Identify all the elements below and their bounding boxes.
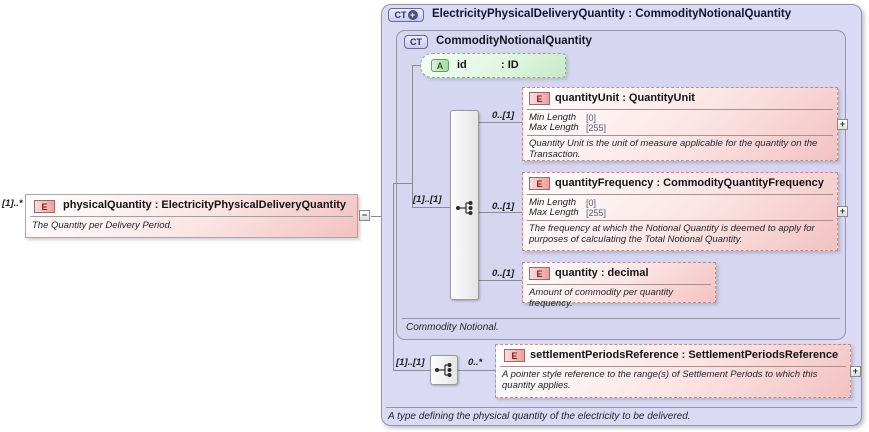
attribute-id[interactable]: A id : ID — [420, 53, 566, 78]
facet-label: Min Length — [529, 197, 577, 208]
complex-type-annotation: A type defining the physical quantity of… — [388, 411, 691, 422]
connector-line — [479, 212, 522, 213]
element-badge: E — [504, 349, 525, 362]
expand-button[interactable]: + — [837, 206, 848, 217]
element-title: physicalQuantity : ElectricityPhysicalDe… — [63, 199, 347, 211]
expand-button[interactable]: + — [837, 119, 848, 130]
cardinality-label: [1]..* — [2, 198, 23, 209]
attribute-name: id — [457, 59, 467, 71]
connector-line — [393, 183, 394, 371]
attribute-type: : ID — [501, 59, 519, 71]
base-type-badge: CT — [404, 35, 428, 49]
separator — [527, 284, 711, 285]
facet-value: [0] — [586, 113, 597, 123]
quantity-frequency-element[interactable]: E quantityFrequency : CommodityQuantityF… — [522, 172, 838, 251]
facet-label: Max Length — [529, 207, 579, 218]
separator — [386, 407, 857, 408]
settlement-periods-reference-element[interactable]: E settlementPeriodsReference : Settlemen… — [495, 344, 851, 398]
connector-line — [458, 370, 495, 371]
facet-label: Min Length — [529, 112, 577, 123]
sequence-compositor[interactable] — [430, 355, 458, 385]
cardinality-label: [1]..[1] — [396, 357, 425, 368]
connector-line — [393, 370, 430, 371]
separator — [527, 109, 833, 110]
cardinality-label: 0..* — [468, 357, 483, 368]
sequence-icon — [435, 363, 452, 377]
connector-line — [479, 122, 522, 123]
element-annotation: Amount of commodity per quantity frequen… — [529, 287, 674, 309]
ct-badge-label: CT — [394, 10, 407, 20]
element-badge: E — [529, 267, 550, 280]
cardinality-label: 0..[1] — [492, 268, 515, 279]
element-annotation: Quantity Unit is the unit of measure app… — [529, 138, 818, 160]
physical-quantity-element[interactable]: E physicalQuantity : ElectricityPhysical… — [25, 194, 358, 238]
separator — [527, 135, 833, 136]
extension-plus-icon: + — [407, 10, 418, 20]
element-title: quantity : decimal — [555, 267, 649, 279]
attribute-badge: A — [431, 59, 449, 72]
connector-line — [412, 65, 413, 208]
facet-label: Max Length — [529, 122, 579, 133]
sequence-compositor[interactable] — [450, 110, 479, 300]
complex-type-title: ElectricityPhysicalDeliveryQuantity : Co… — [432, 8, 792, 20]
base-type-annotation: Commodity Notional. — [406, 322, 499, 333]
facet-value: [255] — [586, 208, 607, 218]
connector-line — [412, 65, 421, 66]
base-type-title: CommodityNotionalQuantity — [436, 35, 592, 47]
separator — [527, 220, 833, 221]
element-title: quantityUnit : QuantityUnit — [555, 92, 695, 104]
collapse-button[interactable]: − — [359, 210, 370, 221]
cardinality-label: 0..[1] — [492, 110, 515, 121]
separator — [500, 366, 846, 367]
connector-line — [393, 183, 413, 184]
element-badge: E — [34, 200, 55, 213]
sequence-icon — [456, 201, 473, 215]
complex-type-badge: CT + — [388, 8, 424, 22]
separator — [527, 194, 833, 195]
element-title: settlementPeriodsReference : SettlementP… — [530, 349, 839, 361]
facet-value: [0] — [586, 198, 597, 208]
facet-value: [255] — [586, 123, 607, 133]
element-title: quantityFrequency : CommodityQuantityFre… — [555, 177, 824, 189]
connector-line — [479, 280, 522, 281]
element-badge: E — [529, 177, 550, 190]
expand-button[interactable]: + — [850, 366, 861, 377]
connector-line — [412, 207, 451, 208]
separator — [30, 216, 353, 217]
separator — [402, 318, 840, 319]
cardinality-label: [1]..[1] — [413, 194, 442, 205]
cardinality-label: 0..[1] — [492, 201, 515, 212]
quantity-unit-element[interactable]: E quantityUnit : QuantityUnit Min Length… — [522, 87, 838, 161]
element-annotation: The frequency at which the Notional Quan… — [529, 223, 815, 245]
element-annotation: A pointer style reference to the range(s… — [502, 369, 818, 391]
element-badge: E — [529, 92, 550, 105]
quantity-element[interactable]: E quantity : decimal Amount of commodity… — [522, 262, 716, 309]
element-annotation: The Quantity per Delivery Period. — [32, 220, 173, 231]
